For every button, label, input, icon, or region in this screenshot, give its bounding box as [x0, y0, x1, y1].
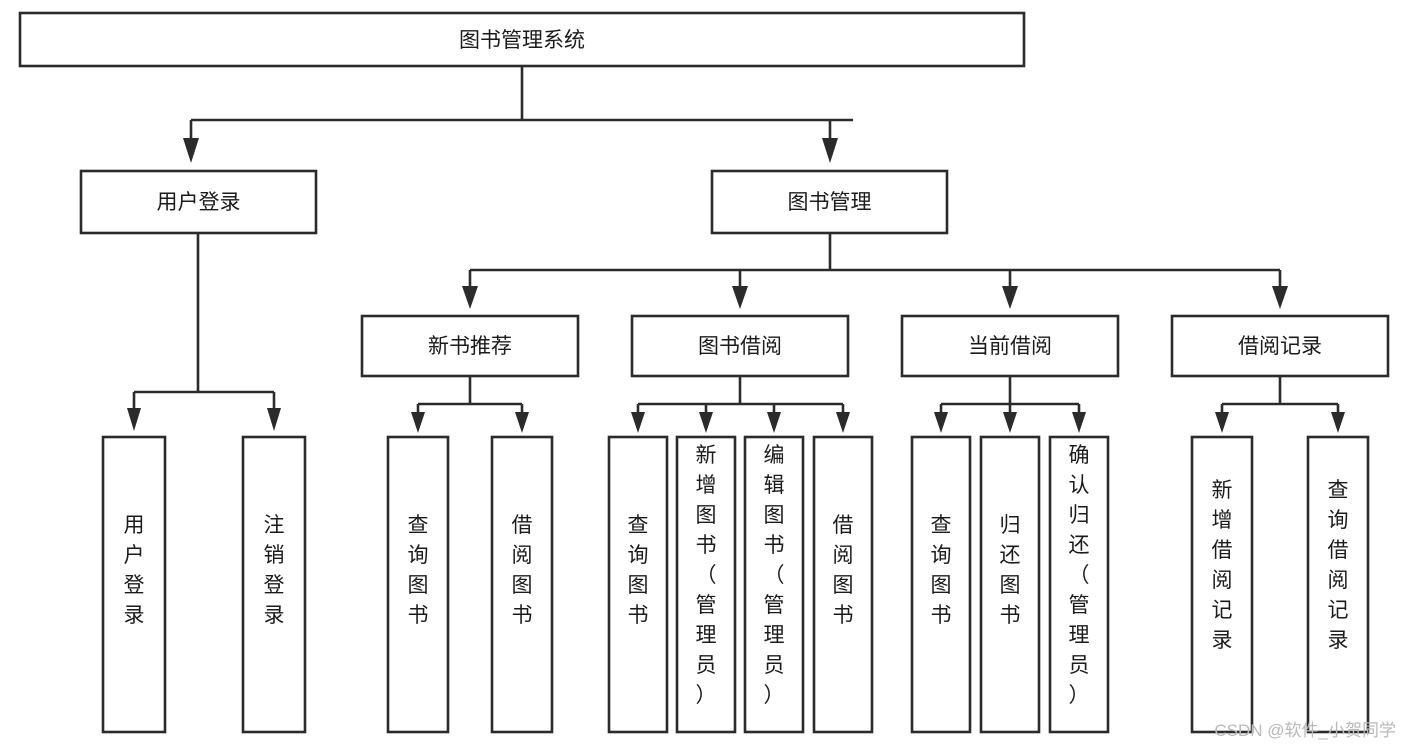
connector-group-current-borrow	[934, 376, 1086, 433]
arrow-head-leaf-user-login	[127, 408, 141, 431]
node-current-borrow-label: 当前借阅	[968, 335, 1052, 358]
node-leaf-add-book-box[interactable]	[675, 435, 737, 734]
node-book-borrow[interactable]: 图书借阅	[630, 314, 850, 378]
node-root-label: 图书管理系统	[459, 29, 585, 52]
node-leaf-borrow-book-1-label: 借阅图书	[512, 514, 533, 627]
arrow-head-leaf-edit-book	[767, 412, 781, 433]
arrow-head-user-login	[183, 138, 199, 163]
node-borrow-record[interactable]: 借阅记录	[1170, 314, 1390, 378]
connector-group-user-login	[127, 233, 281, 431]
node-new-book-recommend-label: 新书推荐	[428, 335, 512, 358]
arrow-head-leaf-query-book-1	[411, 412, 425, 433]
node-leaf-edit-book[interactable]: 编辑图书（管理员）	[743, 435, 805, 734]
node-leaf-logout-label: 注销登录	[264, 514, 285, 627]
node-leaf-return-book-label: 归还图书	[1000, 514, 1021, 627]
arrow-head-leaf-add-book	[699, 412, 713, 433]
node-leaf-logout[interactable]: 注销登录	[241, 435, 307, 734]
csdn-watermark: CSDN @软件_小贺同学	[1214, 721, 1396, 740]
node-leaf-query-record[interactable]: 查询借阅记录	[1306, 435, 1370, 734]
node-leaf-query-book-1-box[interactable]	[386, 435, 450, 734]
node-leaf-user-login[interactable]: 用户登录	[101, 435, 167, 734]
node-root-box[interactable]	[18, 11, 1026, 68]
node-leaf-borrow-book-1[interactable]: 借阅图书	[490, 435, 554, 734]
node-book-manage-box[interactable]	[710, 169, 949, 235]
node-leaf-query-book-2-label: 查询图书	[628, 514, 649, 627]
node-book-borrow-box[interactable]	[630, 314, 850, 378]
node-current-borrow[interactable]: 当前借阅	[900, 314, 1120, 378]
arrow-head-leaf-logout	[267, 408, 281, 431]
node-leaf-add-record-label: 新增借阅记录	[1212, 479, 1233, 652]
node-leaf-borrow-book-2[interactable]: 借阅图书	[812, 435, 874, 734]
node-leaf-edit-book-label: 编辑图书（管理员）	[764, 444, 785, 707]
node-leaf-borrow-book-2-label: 借阅图书	[833, 514, 854, 627]
node-user-login-label: 用户登录	[157, 191, 241, 214]
node-leaf-query-record-label: 查询借阅记录	[1328, 479, 1349, 652]
node-leaf-confirm-return-label: 确认归还（管理员）	[1069, 444, 1090, 707]
arrow-head-leaf-query-record	[1331, 412, 1345, 433]
arrow-head-current-borrow	[1002, 286, 1018, 309]
arrow-head-leaf-query-book-2	[631, 412, 645, 433]
node-leaf-confirm-return[interactable]: 确认归还（管理员）	[1048, 435, 1110, 734]
arrow-head-book-borrow	[732, 286, 748, 309]
node-leaf-add-record-box[interactable]	[1190, 435, 1254, 734]
node-leaf-query-record-box[interactable]	[1306, 435, 1370, 734]
node-leaf-borrow-book-2-box[interactable]	[812, 435, 874, 734]
node-leaf-edit-book-box[interactable]	[743, 435, 805, 734]
node-current-borrow-box[interactable]	[900, 314, 1120, 378]
node-leaf-user-login-box[interactable]	[101, 435, 167, 734]
arrow-head-leaf-return-book	[1003, 412, 1017, 433]
node-leaf-borrow-book-1-box[interactable]	[490, 435, 554, 734]
node-leaf-query-book-1-label: 查询图书	[408, 514, 429, 627]
arrow-head-leaf-add-record	[1215, 412, 1229, 433]
arrow-head-book-manage	[822, 138, 838, 163]
arrow-head-leaf-query-book-3	[934, 412, 948, 433]
node-root[interactable]: 图书管理系统	[18, 11, 1026, 68]
connector-group-book-manage	[462, 233, 1288, 309]
node-book-manage[interactable]: 图书管理	[710, 169, 949, 235]
arrow-head-borrow-record	[1272, 286, 1288, 309]
arrow-head-leaf-confirm-return	[1072, 412, 1086, 433]
node-leaf-query-book-2-box[interactable]	[607, 435, 669, 734]
node-leaf-return-book-box[interactable]	[979, 435, 1041, 734]
connector-group-borrow-record	[1215, 376, 1345, 433]
node-new-book-recommend[interactable]: 新书推荐	[360, 314, 580, 378]
node-leaf-add-book-label: 新增图书（管理员）	[696, 444, 717, 707]
node-leaf-query-book-3-box[interactable]	[910, 435, 972, 734]
node-leaf-query-book-1[interactable]: 查询图书	[386, 435, 450, 734]
node-leaf-return-book[interactable]: 归还图书	[979, 435, 1041, 734]
connector-group-new-book-recommend	[411, 376, 529, 433]
node-leaf-logout-box[interactable]	[241, 435, 307, 734]
node-leaf-add-record[interactable]: 新增借阅记录	[1190, 435, 1254, 734]
connector-group-root	[183, 66, 853, 163]
node-leaf-query-book-2[interactable]: 查询图书	[607, 435, 669, 734]
arrow-head-leaf-borrow-book-1	[515, 412, 529, 433]
node-leaf-user-login-label: 用户登录	[124, 514, 145, 627]
arrow-head-leaf-borrow-book-2	[836, 412, 850, 433]
node-leaf-confirm-return-box[interactable]	[1048, 435, 1110, 734]
node-leaf-query-book-3-label: 查询图书	[931, 514, 952, 627]
node-leaf-query-book-3[interactable]: 查询图书	[910, 435, 972, 734]
arrow-head-new-book-recommend	[462, 286, 478, 309]
node-book-borrow-label: 图书借阅	[698, 335, 782, 358]
node-borrow-record-box[interactable]	[1170, 314, 1390, 378]
node-new-book-recommend-box[interactable]	[360, 314, 580, 378]
node-leaf-add-book[interactable]: 新增图书（管理员）	[675, 435, 737, 734]
node-book-manage-label: 图书管理	[788, 191, 872, 214]
node-user-login[interactable]: 用户登录	[79, 169, 318, 235]
node-user-login-box[interactable]	[79, 169, 318, 235]
connector-group-book-borrow	[631, 376, 850, 433]
node-borrow-record-label: 借阅记录	[1238, 335, 1322, 358]
